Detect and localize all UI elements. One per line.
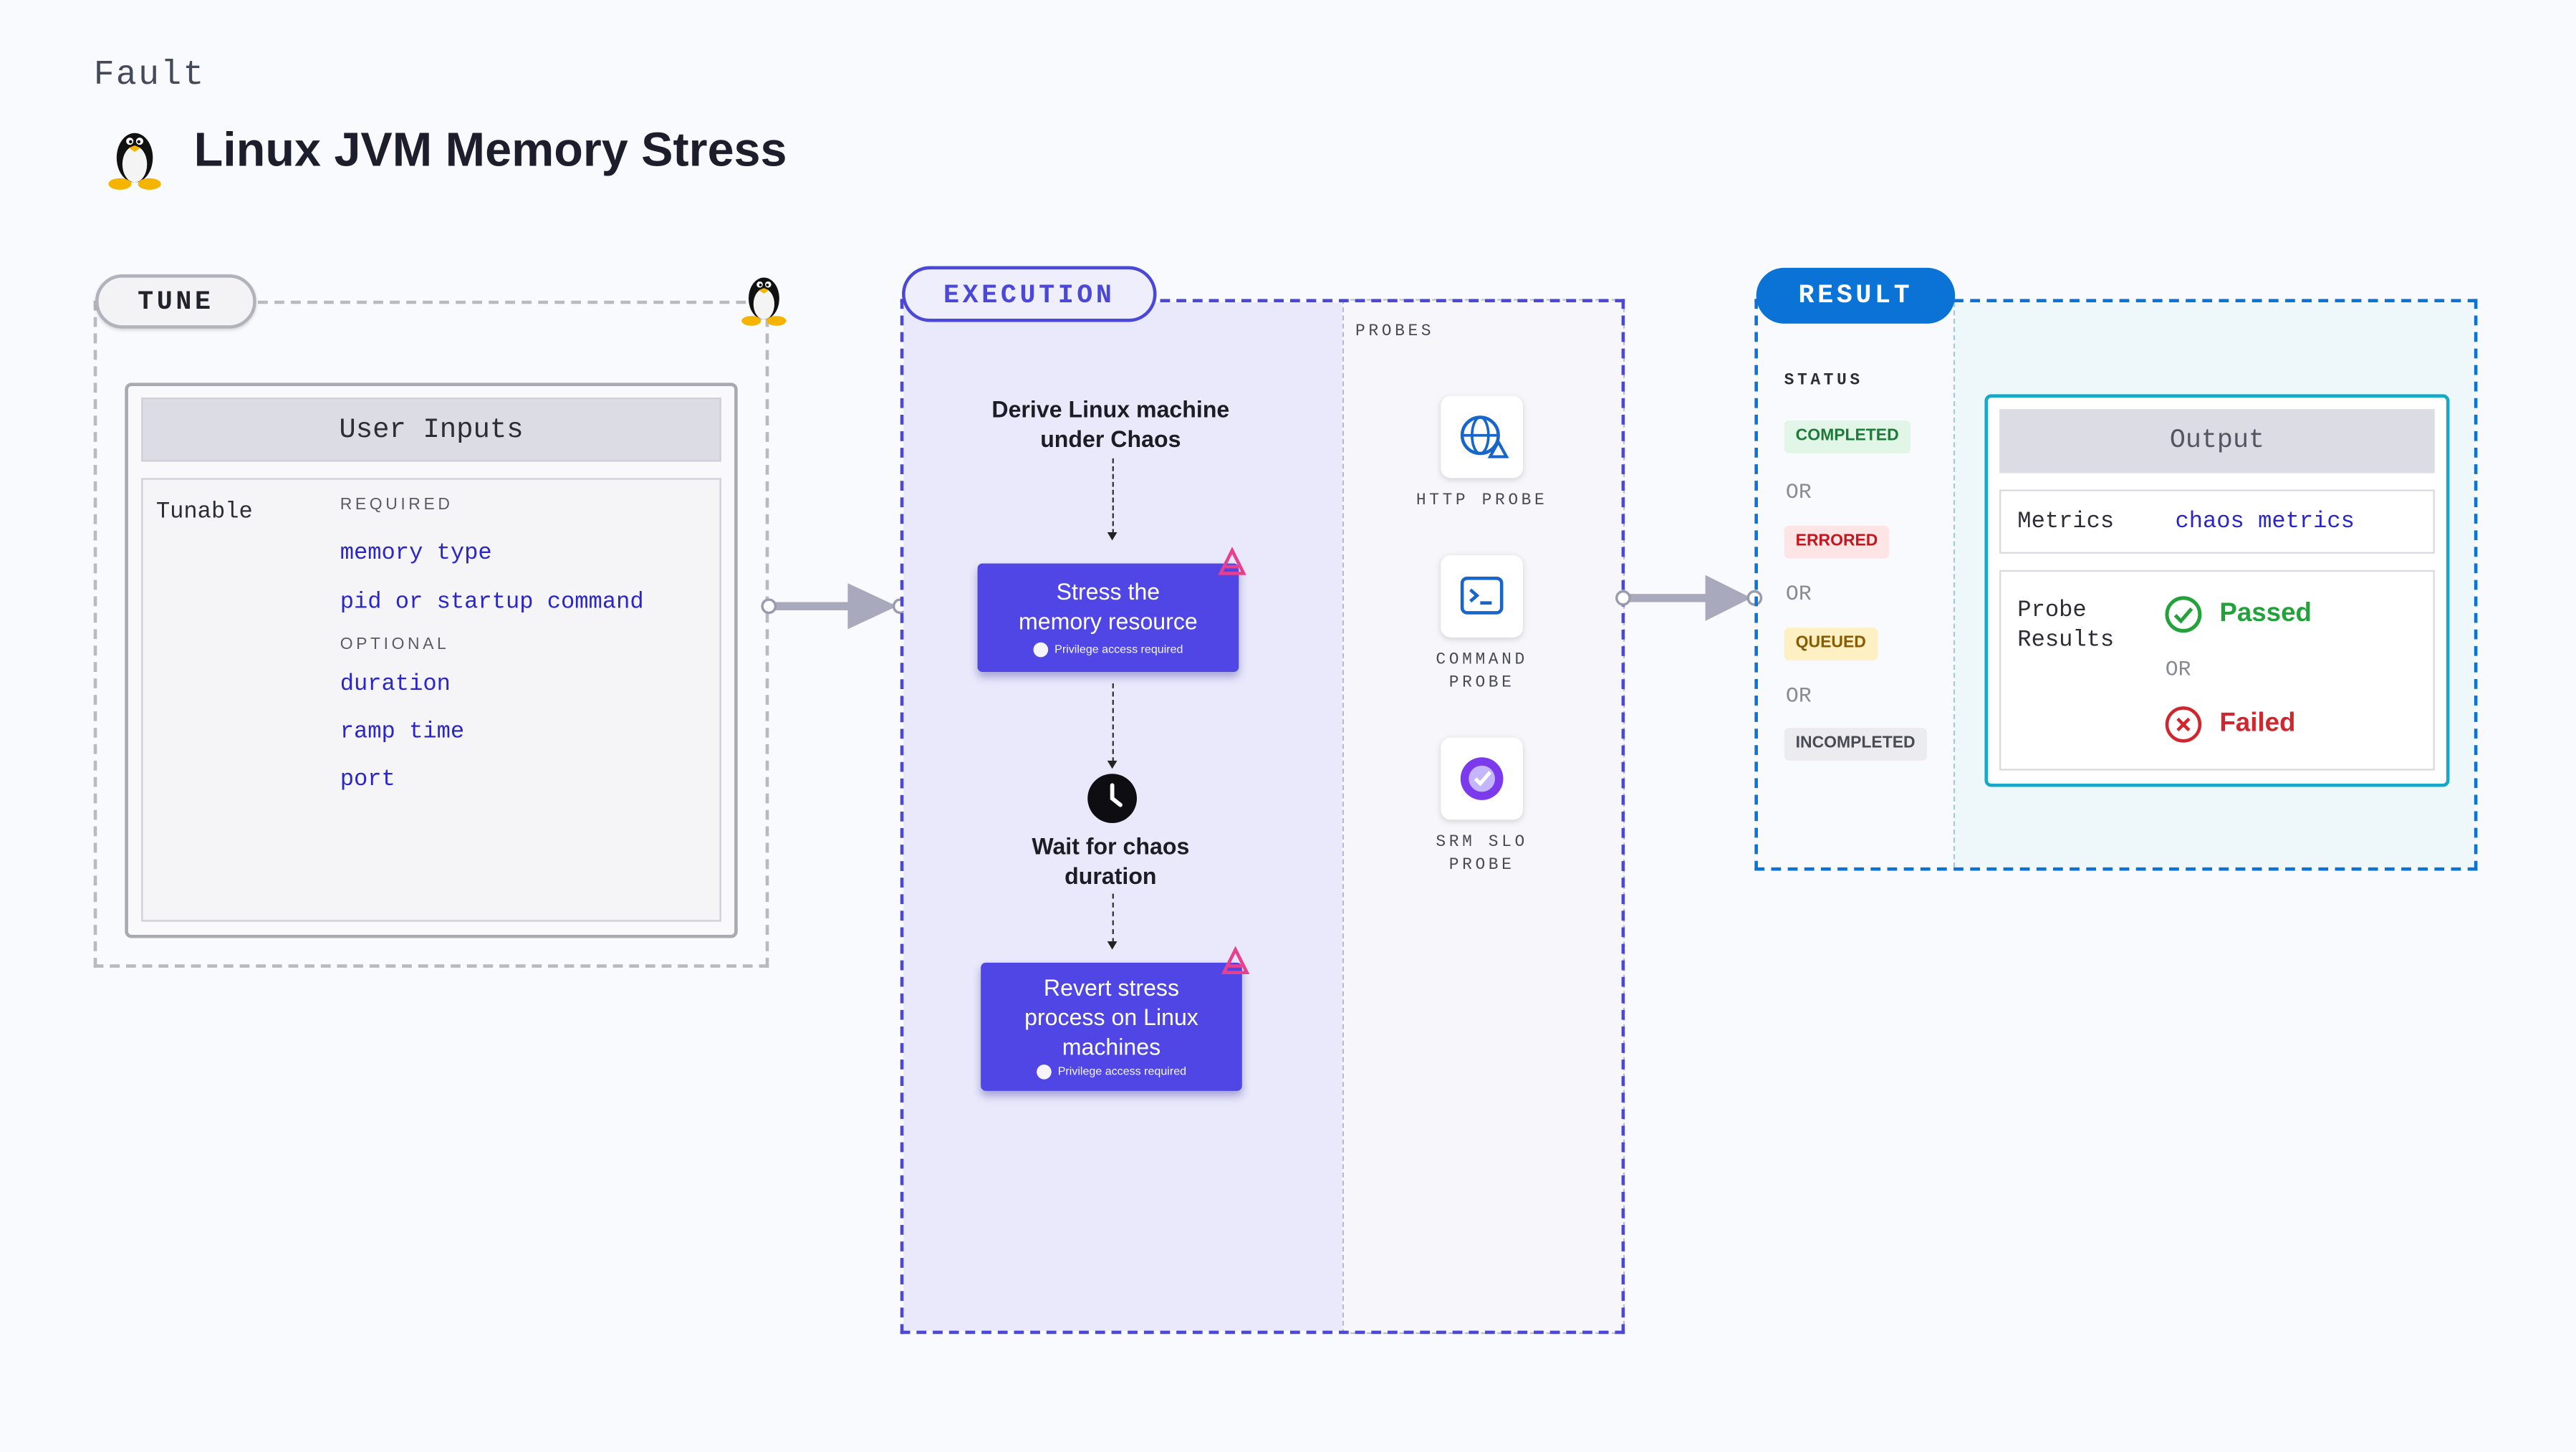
execution-pill: EXECUTION [902,266,1157,322]
harness-chaos-icon [1218,547,1246,575]
result-pill: RESULT [1756,267,1956,324]
tune-frame [93,300,769,968]
wait-line-1: Wait for chaos [1032,832,1190,860]
flow-arrow-tune-to-execution [761,583,908,630]
flow-connector [1112,893,1114,943]
status-divider [1953,302,1956,867]
flow-arrowhead [1107,532,1118,541]
clock-icon [1087,774,1138,823]
srm-slo-probe-line-2: PROBE [1448,857,1515,876]
srm-slo-probe-card [1441,737,1523,820]
param-pid-or-startup-command: pid or startup command [340,590,644,617]
action-stress-memory: Stress the memory resource Privilege acc… [977,563,1239,673]
probe-results-row [1999,569,2435,771]
flow-connector [1112,683,1114,763]
execution-frame [900,299,1625,1335]
output-title: Output [1999,409,2435,473]
probe-results-label: Probe Results [2017,597,2114,656]
terminal-icon [1460,576,1504,615]
privilege-note: Privilege access required [981,1064,1242,1080]
linux-penguin-icon [108,133,161,190]
step-derive-line-1: Derive Linux machine [991,395,1230,423]
passed-text: Passed [2219,600,2312,628]
check-circle-icon [2165,596,2202,633]
eyebrow-fault: Fault [93,57,206,96]
probes-label: PROBES [1355,323,1435,342]
or-text: OR [1785,683,1812,708]
user-inputs-body [141,478,721,922]
or-text: OR [2165,657,2191,682]
required-label: REQUIRED [340,496,453,514]
or-text: OR [1785,479,1812,505]
command-probe-line-2: PROBE [1448,675,1515,693]
param-memory-type: memory type [340,540,492,567]
step-wait-duration: Wait for chaos duration [986,831,1236,890]
optional-label: OPTIONAL [340,635,450,654]
probe-results-line-1: Probe [2017,597,2087,625]
globe-warning-icon [1460,415,1509,458]
page-title: Linux JVM Memory Stress [193,125,787,178]
action1-line-1: Stress the [1056,578,1160,605]
flow-connector [1112,458,1114,534]
action1-line-2: memory resource [1018,607,1198,635]
flow-arrow-execution-to-result [1615,574,1763,621]
wait-line-2: duration [1064,862,1157,889]
command-probe-card [1441,555,1523,638]
privilege-text: Privilege access required [1057,1067,1187,1079]
step-derive-machine: Derive Linux machine under Chaos [969,394,1251,453]
lock-icon [1033,642,1048,658]
probe-results-line-2: Results [2017,628,2115,654]
command-probe-label: COMMAND PROBE [1400,650,1564,696]
flow-arrowhead [1107,941,1118,950]
metrics-label: Metrics [2017,509,2115,536]
status-badge-queued: QUEUED [1784,628,1878,660]
http-probe-label: HTTP PROBE [1416,493,1548,511]
param-duration: duration [340,672,451,698]
failed-text: Failed [2219,709,2296,738]
step-derive-line-2: under Chaos [1040,425,1181,452]
status-badge-errored: ERRORED [1784,525,1890,559]
command-probe-line-1: COMMAND [1436,652,1528,670]
metrics-row [1999,489,2435,554]
action-revert-stress: Revert stress process on Linux machines … [981,962,1242,1091]
slo-gauge-icon [1460,757,1504,800]
or-text: OR [1785,581,1812,607]
param-port: port [340,767,395,794]
metrics-value: chaos metrics [2175,509,2355,536]
action2-line-3: machines [1062,1033,1161,1060]
x-circle-icon [2165,706,2202,743]
privilege-text: Privilege access required [1054,644,1183,656]
http-probe-card [1441,395,1523,479]
status-badge-incompleted: INCOMPLETED [1784,727,1927,761]
user-inputs-title: User Inputs [141,398,721,462]
srm-slo-probe-label: SRM SLO PROBE [1400,833,1564,879]
status-badge-completed: COMPLETED [1784,420,1911,453]
srm-slo-probe-line-1: SRM SLO [1436,835,1528,853]
harness-chaos-icon [1221,946,1250,974]
flow-arrowhead [1107,760,1118,769]
status-label: STATUS [1784,372,1863,391]
action2-line-1: Revert stress [1043,973,1180,1001]
tune-frame-top [258,300,746,304]
lock-icon [1036,1064,1052,1080]
result-frame [1754,299,2478,871]
privilege-note: Privilege access required [978,642,1239,658]
linux-penguin-icon [741,277,787,326]
tunable-label: Tunable [155,499,253,526]
tune-pill: TUNE [95,274,256,329]
action2-line-2: process on Linux [1024,1004,1198,1030]
param-ramp-time: ramp time [340,719,465,746]
